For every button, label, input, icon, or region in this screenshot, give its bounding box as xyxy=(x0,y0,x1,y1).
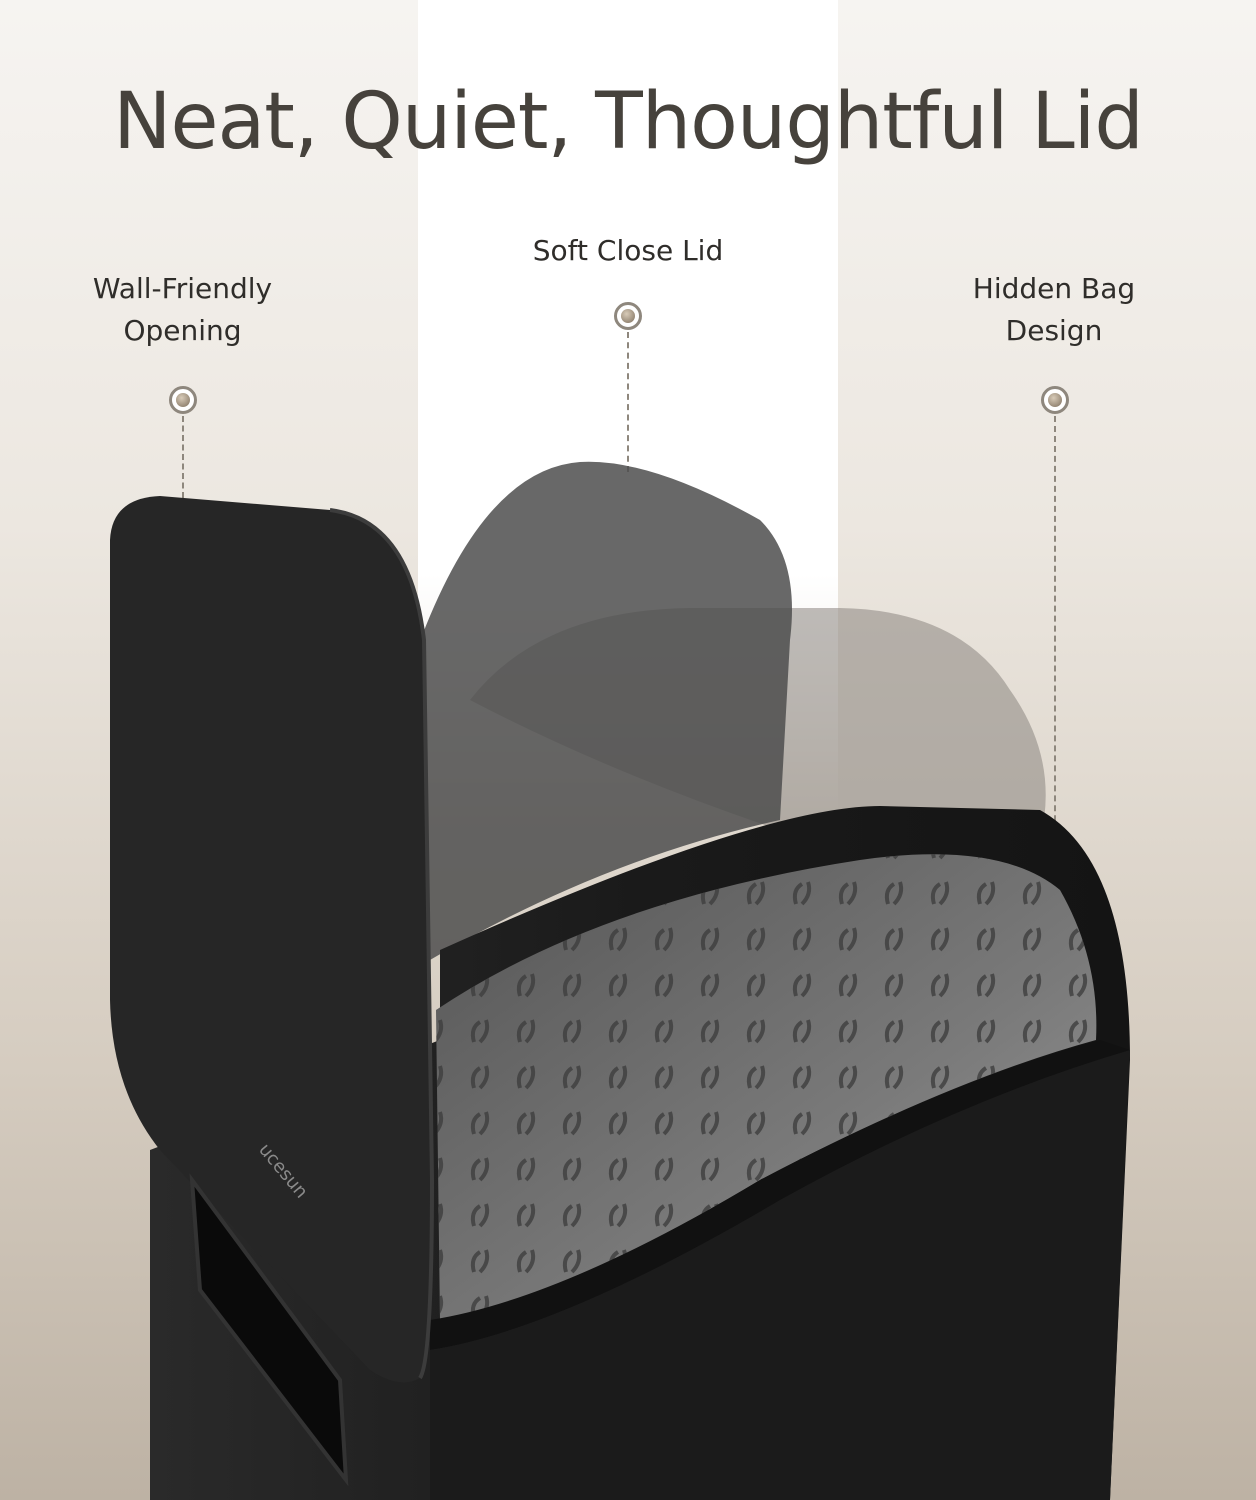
headline: Neat, Quiet, Thoughtful Lid xyxy=(113,77,1144,168)
callout-hidden-bag: Hidden Bag Design xyxy=(940,268,1168,352)
callout-soft-close: Soft Close Lid xyxy=(500,230,756,272)
leader-line xyxy=(1054,416,1056,981)
can-rim xyxy=(430,1040,1130,1350)
open-lid xyxy=(110,496,432,1383)
callout-label: Soft Close Lid xyxy=(532,234,724,267)
ghost-lid-mid xyxy=(400,461,792,960)
callout-wall-friendly: Wall-Friendly Opening xyxy=(60,268,305,352)
handle-cutout xyxy=(189,1173,349,1487)
leader-line xyxy=(627,332,629,472)
marker-dot-icon xyxy=(169,386,197,414)
marker-dot-icon xyxy=(614,302,642,330)
leader-line xyxy=(182,416,184,498)
marker-dot-icon xyxy=(1041,386,1069,414)
callout-label: Hidden Bag Design xyxy=(972,272,1136,347)
callout-label: Wall-Friendly Opening xyxy=(92,272,273,347)
